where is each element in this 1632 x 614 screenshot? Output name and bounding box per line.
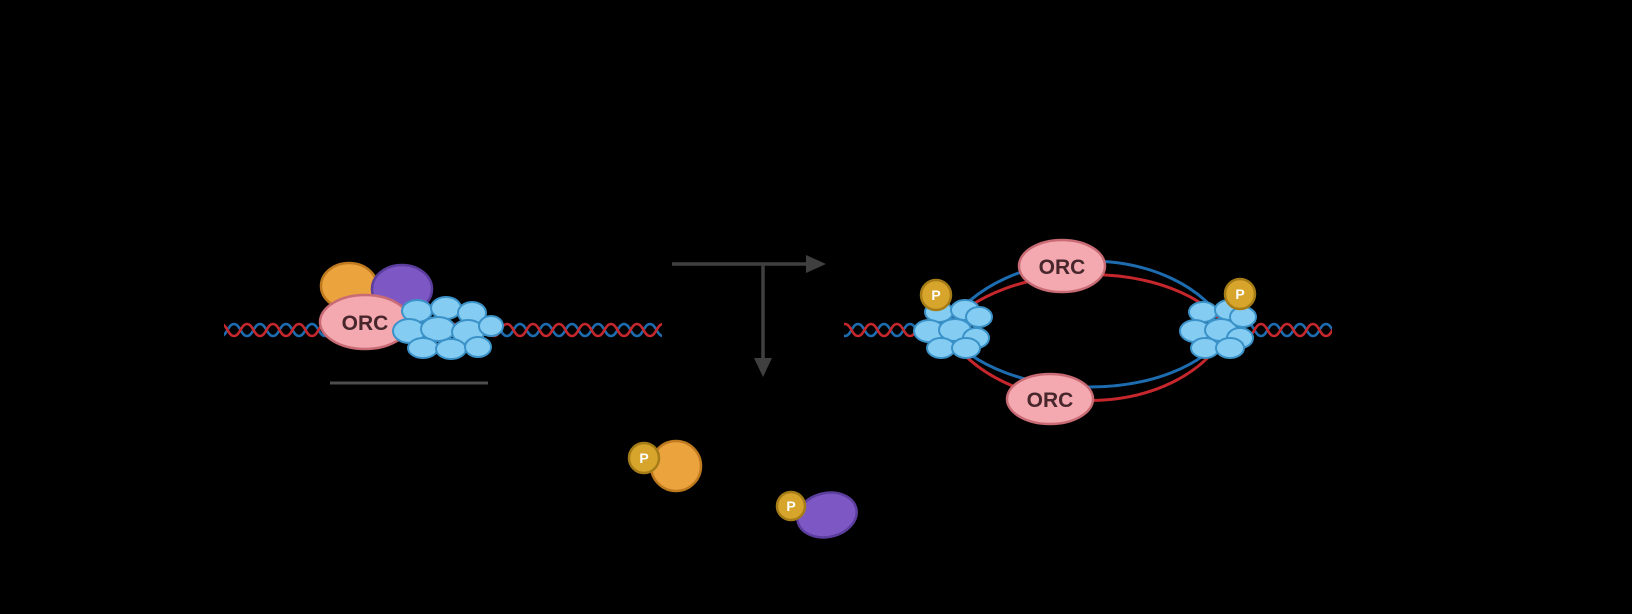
- orc-complex: [1005, 372, 1095, 426]
- mcm-subunit: [951, 337, 981, 359]
- mcm-subunit: [1190, 337, 1220, 359]
- phosphate-label: P: [639, 450, 648, 466]
- dna-duplex-right-right-segment: [1242, 320, 1332, 340]
- phosphate-label: P: [931, 287, 940, 303]
- mcm-helicase-bubble-left: [913, 299, 993, 359]
- purple-licensing-factor-released: [796, 491, 858, 539]
- mcm-subunit: [407, 337, 439, 359]
- released-purple-factor: P: [775, 490, 858, 539]
- phosphate-badge: [1223, 277, 1257, 311]
- phosphate-badge: [627, 441, 661, 475]
- mcm-subunit: [1215, 337, 1245, 359]
- orc-complex: [1017, 238, 1107, 294]
- mcm-subunit: [464, 336, 492, 358]
- orc-bubble-top: ORC: [1017, 238, 1107, 294]
- phosphate-bubble-right: P: [1223, 277, 1257, 311]
- orc-bubble-bottom: ORC: [1005, 372, 1095, 426]
- phosphate-label: P: [786, 498, 795, 514]
- mcm-subunit: [430, 296, 462, 320]
- orc-label: ORC: [1027, 389, 1074, 412]
- reaction-arrow: [672, 255, 826, 377]
- mcm-subunit: [965, 306, 993, 328]
- phosphate-label: P: [1235, 286, 1244, 302]
- orc-label: ORC: [342, 312, 389, 335]
- released-orange-factor: P: [627, 439, 703, 493]
- orange-licensing-factor-released: [649, 439, 703, 493]
- phosphate-badge: [919, 278, 953, 312]
- mcm-subunit: [1229, 306, 1257, 328]
- mcm-subunit: [435, 338, 467, 360]
- arrowhead-down: [754, 358, 772, 377]
- orc-label: ORC: [1039, 256, 1086, 279]
- mcm-helicase-complex: [392, 296, 504, 360]
- mcm-subunit: [478, 315, 504, 337]
- pre-rc-complex: ORC: [318, 261, 504, 360]
- phosphate-badge: [775, 490, 807, 522]
- arrowhead-right: [806, 255, 826, 273]
- mcm-subunit: [926, 337, 956, 359]
- phosphate-bubble-left: P: [919, 278, 953, 312]
- mcm-subunit: [1188, 301, 1218, 323]
